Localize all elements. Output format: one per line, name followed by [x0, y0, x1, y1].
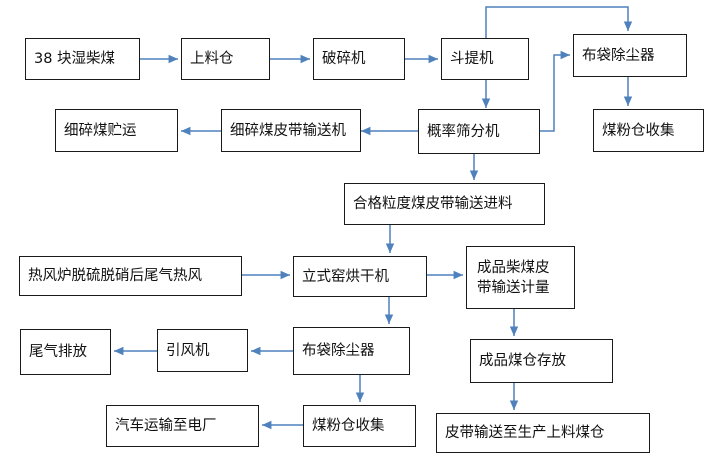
node-bag-filter-top: 布袋除尘器 [573, 34, 687, 77]
arrow-screen-to-bagfilter-top [540, 50, 570, 132]
node-feed-bin: 上料仓 [181, 38, 270, 80]
product-conveyor-line-2: 带输送计量 [477, 279, 550, 296]
node-crusher: 破碎机 [313, 38, 405, 80]
node-belt-to-production: 皮带输送至生产上料煤仓 [436, 413, 650, 453]
node-exhaust: 尾气排放 [20, 329, 111, 375]
node-induced-fan: 引风机 [157, 329, 248, 372]
node-fine-coal-storage: 细碎煤贮运 [55, 109, 178, 152]
arrow-elevator-to-bagfilter-top [485, 6, 633, 38]
product-conveyor-line-1: 成品柴煤皮 [477, 259, 550, 276]
node-bucket-elevator: 斗提机 [441, 38, 529, 80]
node-truck-transport: 汽车运输至电厂 [106, 405, 259, 447]
node-raw-coal: 38 块湿柴煤 [25, 38, 140, 80]
node-hot-air: 热风炉脱硫脱硝后尾气热风 [19, 256, 242, 296]
node-product-bin: 成品煤仓存放 [470, 339, 613, 383]
node-product-conveyor: 成品柴煤皮 带输送计量 [466, 246, 575, 309]
node-vertical-kiln: 立式窑烘干机 [293, 256, 427, 297]
node-coal-powder-bin-top: 煤粉仓收集 [593, 109, 704, 152]
node-bag-filter-bottom: 布袋除尘器 [293, 327, 410, 375]
node-coal-powder-bin-bottom: 煤粉仓收集 [303, 405, 416, 447]
node-qualified-conveyor: 合格粒度煤皮带输送进料 [344, 183, 545, 225]
node-probability-screen: 概率筛分机 [418, 109, 540, 154]
node-fine-coal-conveyor: 细碎煤皮带输送机 [221, 109, 361, 152]
